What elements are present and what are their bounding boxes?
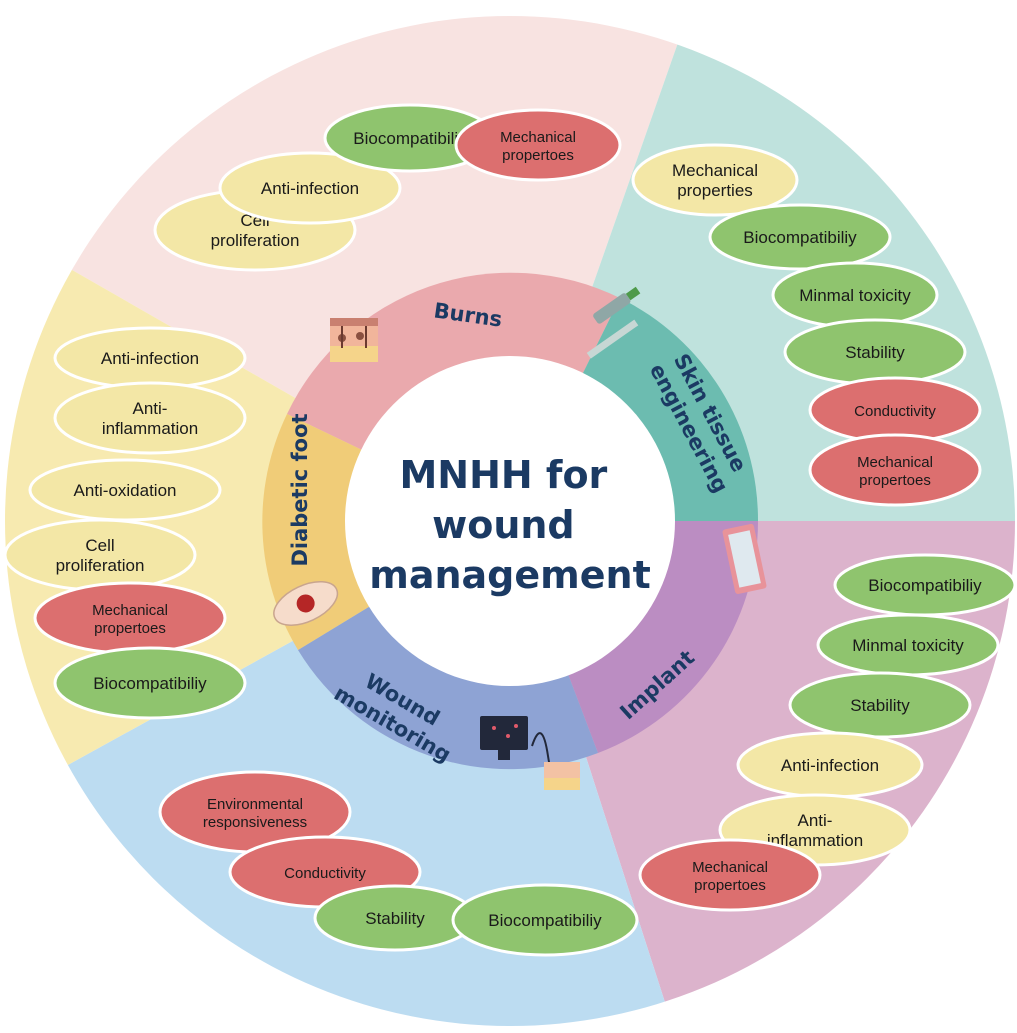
property-oval bbox=[631, 143, 799, 217]
skin-property-4: Stability bbox=[783, 318, 967, 386]
property-label: Anti-infection bbox=[101, 349, 199, 368]
foot-ulcer-icon bbox=[273, 580, 339, 626]
property-oval bbox=[808, 433, 982, 507]
implant-patch-icon bbox=[722, 523, 767, 594]
property-label: Biocompatibiliy bbox=[488, 911, 602, 930]
skin-property-3: Minmal toxicity bbox=[771, 261, 939, 329]
property-oval bbox=[218, 151, 402, 225]
property-oval bbox=[53, 646, 247, 720]
wound-property-3: Stability bbox=[313, 884, 477, 952]
center-title: MNHH for wound management bbox=[369, 453, 651, 597]
center-circle bbox=[345, 356, 675, 686]
implant-property-1: Biocompatibiliy bbox=[833, 553, 1017, 617]
property-label: Conductivity bbox=[284, 865, 366, 882]
property-label: Biocompatibiliy bbox=[93, 674, 207, 693]
property-label: Stability bbox=[365, 909, 425, 928]
implant-property-2: Minmal toxicity bbox=[816, 613, 1000, 677]
diabetic-property-6: Biocompatibiliy bbox=[53, 646, 247, 720]
center-title-line-1: MNHH for bbox=[399, 453, 607, 497]
property-oval bbox=[53, 381, 247, 455]
property-label: Anti-infection bbox=[781, 756, 879, 775]
property-label: Minmal toxicity bbox=[852, 636, 964, 655]
property-label: Anti-infection bbox=[261, 179, 359, 198]
property-label: Minmal toxicity bbox=[799, 286, 911, 305]
skin-property-2: Biocompatibiliy bbox=[708, 203, 892, 271]
property-label: Stability bbox=[850, 696, 910, 715]
monitor-signal-icon bbox=[480, 716, 580, 790]
property-label: Conductivity bbox=[854, 403, 936, 420]
property-oval bbox=[3, 518, 197, 592]
skin-layers-icon bbox=[330, 318, 378, 362]
property-oval bbox=[638, 838, 822, 912]
diabetic-property-1: Anti-infection bbox=[53, 326, 247, 390]
property-label: Biocompatibiliy bbox=[743, 228, 857, 247]
property-oval bbox=[454, 108, 622, 182]
property-label: Biocompatibiliy bbox=[868, 576, 982, 595]
property-oval bbox=[708, 203, 892, 271]
burns-property-2: Anti-infection bbox=[218, 151, 402, 225]
property-label: Anti-inflammation bbox=[767, 811, 863, 850]
property-label: Stability bbox=[845, 343, 905, 362]
property-oval bbox=[451, 883, 639, 957]
property-label: Biocompatibiliy bbox=[353, 129, 467, 148]
skin-property-5: Conductivity bbox=[808, 376, 982, 444]
center-title-line-3: management bbox=[369, 553, 651, 597]
property-label: Anti-inflammation bbox=[102, 399, 198, 438]
spray-applicator-icon bbox=[586, 286, 641, 359]
center-title-line-2: wound bbox=[432, 503, 575, 547]
diabetic-property-3: Anti-oxidation bbox=[28, 458, 222, 522]
wound-property-4: Biocompatibiliy bbox=[451, 883, 639, 957]
property-label: Anti-oxidation bbox=[73, 481, 176, 500]
label-diabetic: Diabetic foot bbox=[288, 413, 312, 566]
diabetic-property-2: Anti-inflammation bbox=[53, 381, 247, 455]
implant-property-3: Stability bbox=[788, 671, 972, 739]
implant-property-4: Anti-infection bbox=[736, 731, 924, 799]
